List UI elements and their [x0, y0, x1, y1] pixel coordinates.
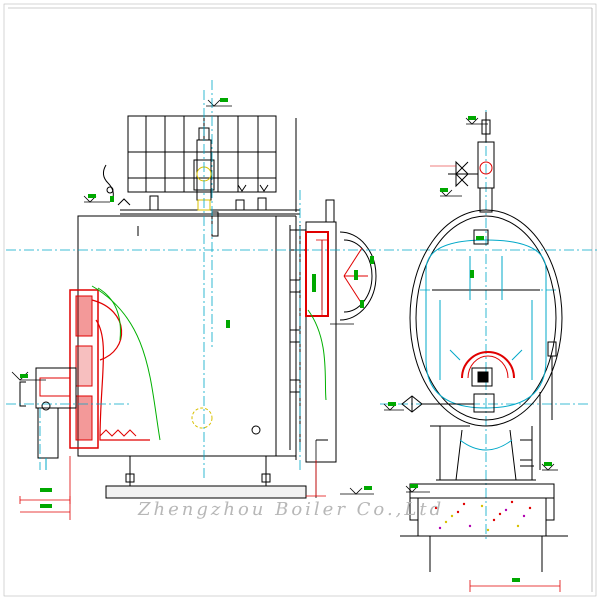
side-elevation [11, 99, 377, 499]
centerlines [6, 80, 600, 540]
tube-passes [289, 225, 307, 450]
top-drum-grid [127, 115, 297, 212]
concrete-fill [434, 500, 532, 532]
company-watermark: Zhengzhou Boiler Co.,Ltd [138, 499, 445, 520]
burner [19, 367, 77, 470]
base-skid [105, 456, 307, 499]
right-side-pipe [520, 341, 557, 470]
saddle-supports [436, 426, 536, 481]
front-burner-connection [401, 393, 495, 427]
front-furnace [69, 285, 161, 449]
manhole [191, 407, 213, 429]
top-pipe-rail [102, 118, 300, 215]
dimension-lines [19, 239, 561, 592]
furnace-tube [449, 349, 523, 387]
drawing-frame [3, 3, 597, 597]
foundation [400, 483, 568, 572]
front-elevation [383, 112, 568, 572]
front-top-valves [430, 112, 495, 245]
rear-smoke-box [305, 199, 337, 463]
level-lines [11, 99, 374, 498]
callout-tags [20, 98, 552, 582]
front-shell [409, 209, 563, 427]
boiler-shell [77, 215, 277, 457]
rear-door [339, 231, 377, 321]
